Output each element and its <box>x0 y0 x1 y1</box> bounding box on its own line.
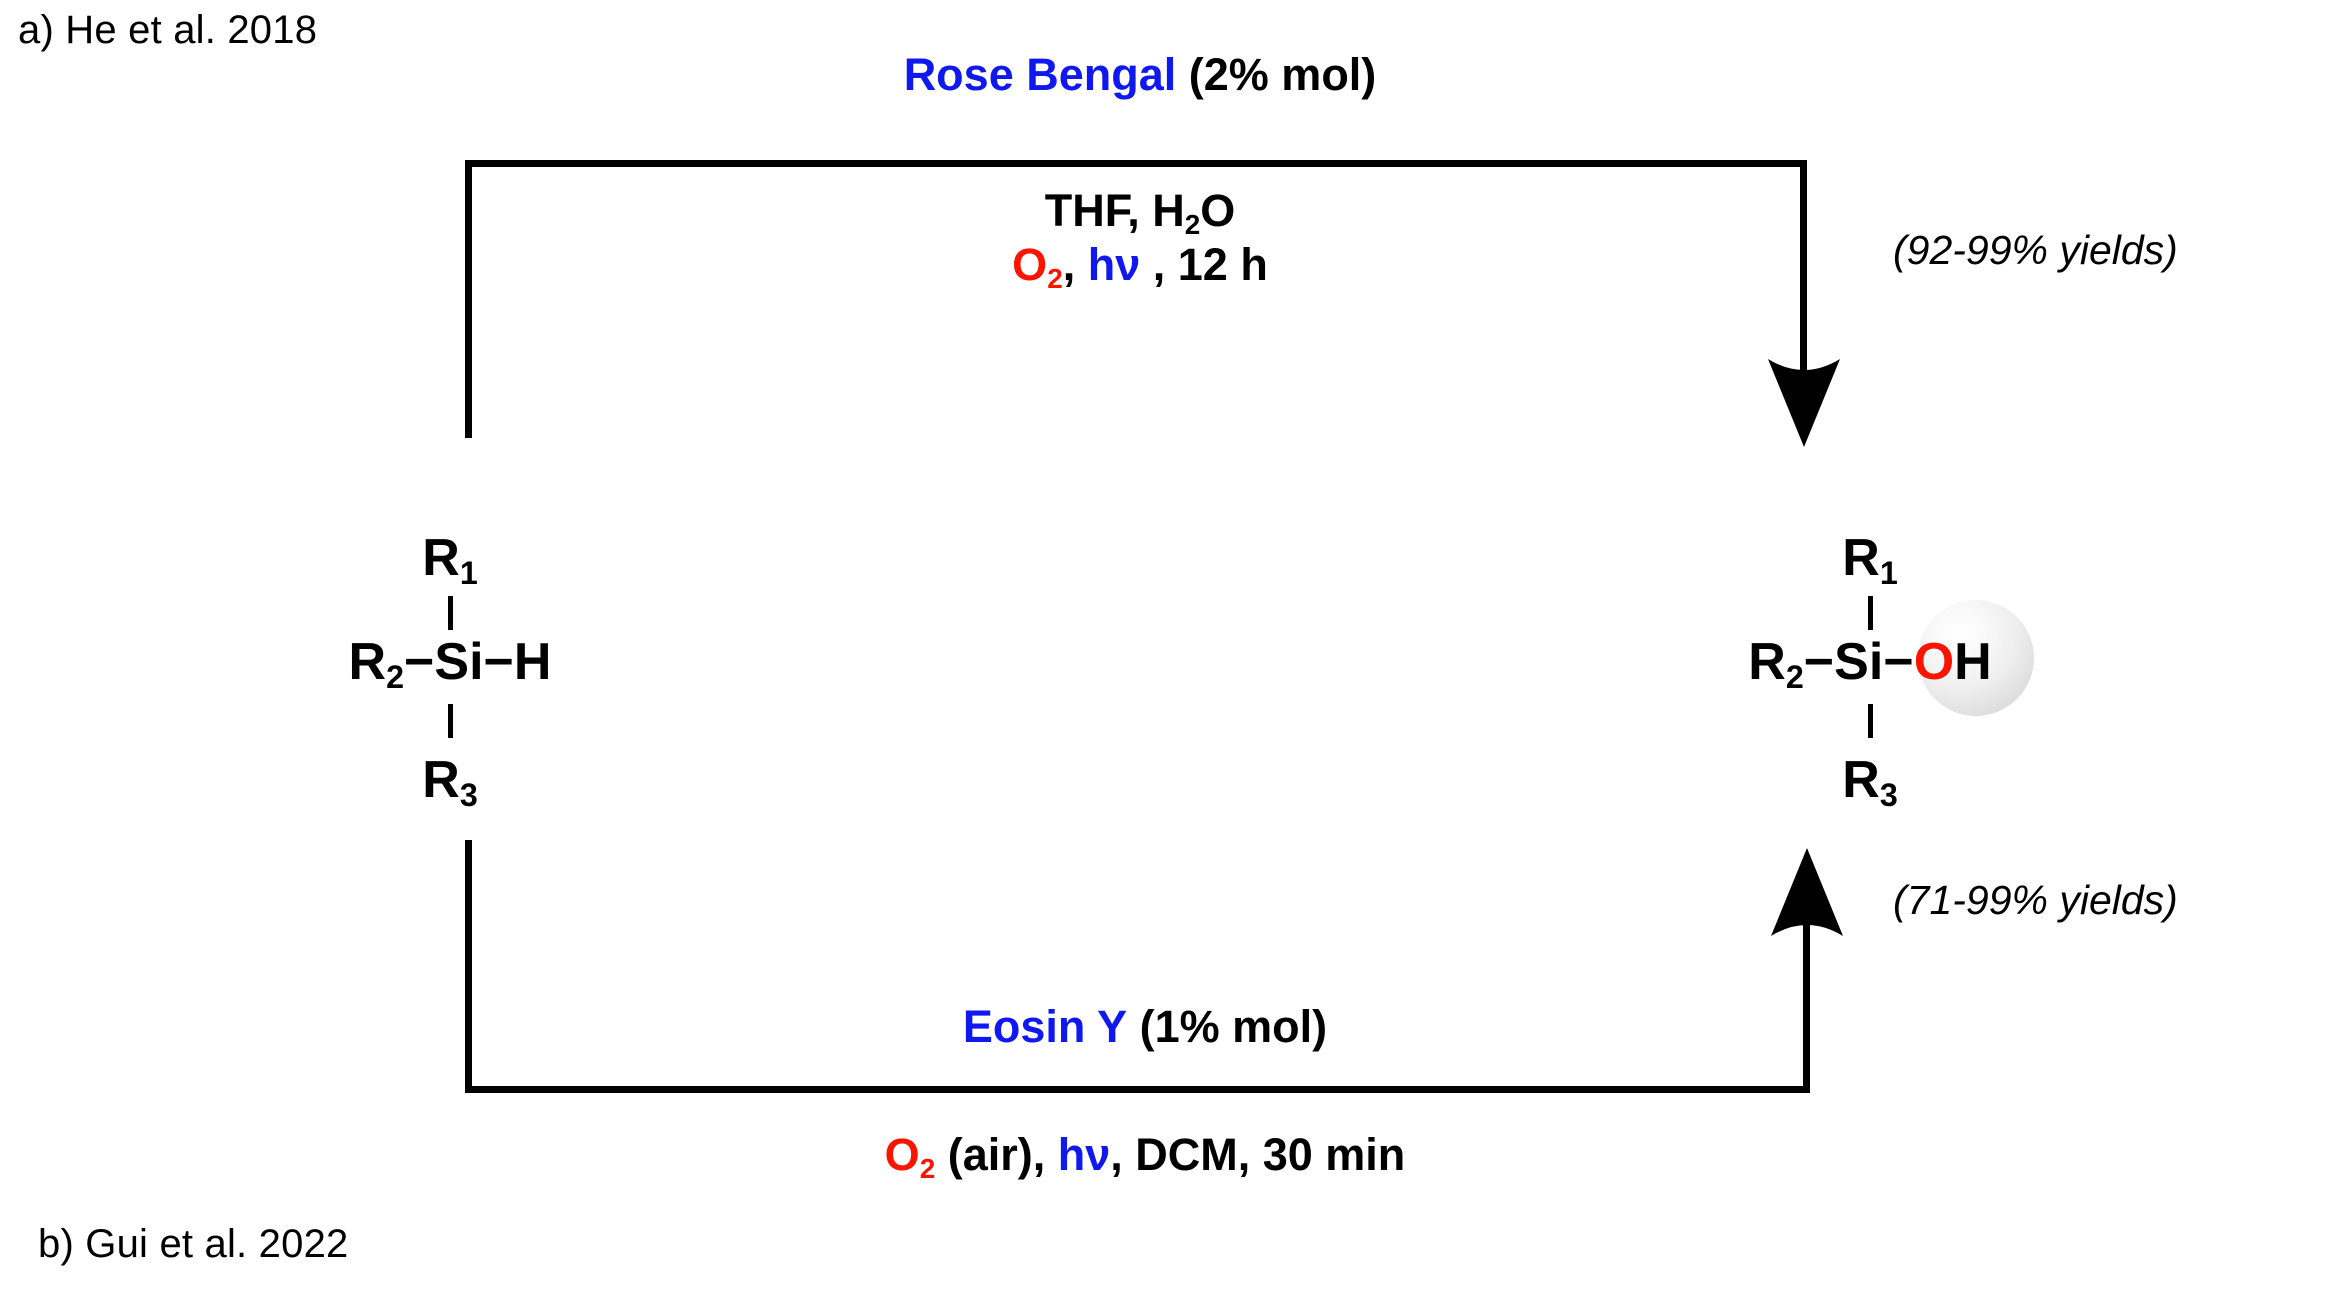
substrate-r1-index: 1 <box>459 555 478 592</box>
product-r3-label: R3 <box>1600 750 2140 814</box>
substrate-hydride-label: H <box>513 633 552 691</box>
top-solvent-tail: O <box>1200 185 1236 236</box>
substrate-r1-symbol: R <box>422 529 460 587</box>
substrate-bond-bottom <box>448 704 453 738</box>
product-r1-symbol: R <box>1842 529 1880 587</box>
top-oxidant-subscript: 2 <box>1047 262 1063 294</box>
top-solvent-subscript: 2 <box>1184 208 1201 240</box>
substrate-r1-label: R1 <box>180 528 720 592</box>
panel-label-b: b) Gui et al. 2022 <box>38 1222 349 1266</box>
reaction-arrow-bottom-right-stem <box>1803 900 1810 1093</box>
bottom-light-symbol: hν <box>1057 1129 1111 1180</box>
top-light-symbol: hν <box>1087 239 1141 290</box>
product-bond-right: − <box>1883 633 1914 691</box>
top-oxidant-row: O2, hν , 12 h <box>560 238 1720 292</box>
substrate-center-atom: Si <box>434 633 484 691</box>
bottom-catalyst-name: Eosin Y <box>962 1001 1128 1052</box>
substrate-r3-index: 3 <box>459 777 478 814</box>
bottom-reaction-catalyst-line: Eosin Y (1% mol) <box>530 1000 1760 1054</box>
product-center-atom: Si <box>1834 633 1884 691</box>
product-r3-symbol: R <box>1842 751 1880 809</box>
product-structure: R1 R2−Si−OH R3 <box>1600 528 2140 828</box>
top-reaction-catalyst-line: Rose Bengal (2% mol) <box>560 48 1720 102</box>
bottom-catalyst-loading: (1% mol) <box>1139 1001 1328 1052</box>
product-r3-index: 3 <box>1879 777 1898 814</box>
substrate-r3-symbol: R <box>422 751 460 809</box>
product-r1-label: R1 <box>1600 528 2140 592</box>
top-oxidant-symbol: O <box>1012 239 1048 290</box>
substrate-core-row: R2−Si−H <box>180 632 720 696</box>
product-r1-index: 1 <box>1879 555 1898 592</box>
highlight-sphere-icon <box>1918 600 2034 716</box>
substrate-bond-left: − <box>404 633 435 691</box>
product-r2-index: 2 <box>1785 659 1804 696</box>
substrate-structure: R1 R2−Si−H R3 <box>180 528 720 828</box>
bottom-oxidant-air: (air), <box>935 1129 1058 1180</box>
top-time-label: , 12 h <box>1152 239 1268 290</box>
top-solvent-head: THF, H <box>1044 185 1185 236</box>
top-reaction-yield: (92-99% yields) <box>1893 227 2178 273</box>
top-reaction-conditions: THF, H2O O2, hν , 12 h <box>560 184 1720 292</box>
product-hydroxyl-hydrogen: H <box>1954 633 1992 691</box>
product-core-row: R2−Si−OH <box>1600 632 2140 696</box>
substrate-r2-symbol: R <box>348 633 387 691</box>
top-catalyst-row: Rose Bengal (2% mol) <box>560 48 1720 102</box>
product-bond-bottom <box>1868 704 1873 738</box>
substrate-r3-label: R3 <box>180 750 720 814</box>
bottom-reaction-conditions: O2 (air), hν, DCM, 30 min <box>430 1128 1860 1182</box>
product-bond-top <box>1868 596 1873 630</box>
substrate-r2-index: 2 <box>386 659 405 696</box>
arrow-up-icon <box>1765 848 1849 940</box>
top-catalyst-loading: (2% mol) <box>1188 49 1377 100</box>
bottom-conditions-row: O2 (air), hν, DCM, 30 min <box>430 1128 1860 1182</box>
bottom-reaction-yield: (71-99% yields) <box>1893 877 2178 923</box>
panel-label-a: a) He et al. 2018 <box>18 8 318 52</box>
substrate-bond-top <box>448 596 453 630</box>
reaction-arrow-top-rail <box>465 160 1807 167</box>
top-catalyst-name: Rose Bengal <box>903 49 1177 100</box>
reaction-arrow-bottom-rail <box>465 1086 1810 1093</box>
product-bond-left: − <box>1803 633 1835 691</box>
bottom-conditions-tail: , DCM, 30 min <box>1110 1129 1406 1180</box>
substrate-bond-right: − <box>483 633 514 691</box>
reaction-arrow-bottom-left-stem <box>465 840 472 1093</box>
bottom-oxidant-subscript: 2 <box>919 1152 936 1184</box>
product-oxygen-symbol: O <box>1913 633 1955 691</box>
top-solvent-row: THF, H2O <box>560 184 1720 238</box>
product-r2-symbol: R <box>1748 633 1786 691</box>
arrow-down-icon <box>1762 355 1846 447</box>
bottom-catalyst-row: Eosin Y (1% mol) <box>530 1000 1760 1054</box>
reaction-arrow-top-left-stem <box>465 160 472 438</box>
top-oxidant-separator: , <box>1062 239 1076 290</box>
bottom-oxidant-symbol: O <box>884 1129 920 1180</box>
reaction-arrow-top-right-stem <box>1800 160 1807 370</box>
